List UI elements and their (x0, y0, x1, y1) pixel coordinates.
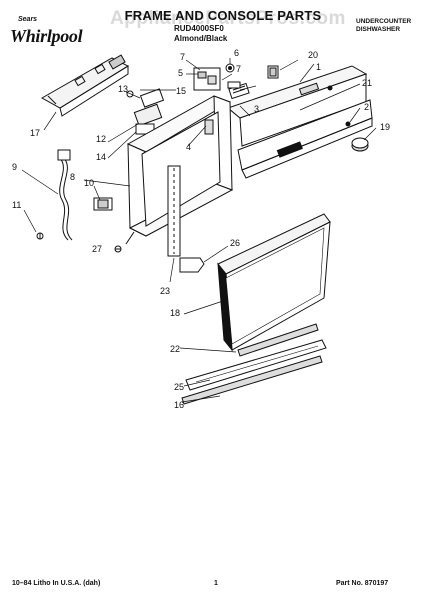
callout-labels: 17 9 10 8 11 27 12 14 13 15 7 5 6 7 3 4 … (12, 48, 390, 410)
callout-15: 11 (12, 200, 21, 210)
callout-8: 8 (70, 172, 75, 182)
callout-11: 15 (176, 86, 186, 96)
part-15-screw (36, 232, 44, 240)
callout-12: 12 (96, 134, 106, 144)
color-label: Almond/Black (174, 34, 228, 43)
footer-page-number: 1 (214, 580, 218, 587)
part-16-bracket (40, 54, 130, 117)
callout-2: 2 (364, 102, 369, 112)
callout-27: 27 (92, 244, 102, 254)
callout-6: 6 (234, 48, 239, 58)
part-4-door-frame (125, 95, 234, 245)
logo-small-text: Sears (18, 16, 38, 23)
part-1-console (226, 65, 368, 147)
part-21-clip (267, 65, 279, 79)
product-type-line-2: DISHWASHER (356, 26, 401, 33)
leader-lines (21, 58, 377, 403)
part-25-bracket (179, 257, 205, 273)
callout-1: 1 (316, 62, 321, 72)
callout-22: 21 (362, 78, 372, 88)
callout-25: 26 (230, 238, 240, 248)
part-13-wire-harness (57, 149, 73, 241)
callout-21: 20 (308, 50, 318, 60)
callout-20: 16 (174, 400, 184, 410)
callout-4: 4 (186, 142, 191, 152)
page-title: FRAME AND CONSOLE PARTS (124, 8, 322, 23)
callout-13: 9 (12, 162, 17, 172)
part-23-side-trim (167, 165, 181, 257)
part-27-screw (114, 245, 122, 253)
watermark-text: AppliancePartsPros.com (110, 8, 346, 29)
callout-14: 10 (84, 178, 94, 188)
product-type: UNDERCOUNTER DISHWASHER (356, 18, 411, 34)
callout-10: 14 (96, 152, 106, 162)
footer-litho-text: 10–84 Litho In U.S.A. (dah) (12, 580, 101, 587)
callout-26: 25 (174, 382, 184, 392)
callout-19: 22 (170, 344, 180, 354)
part-26-toe-panel (185, 339, 327, 391)
part-17-knob (351, 137, 369, 152)
callout-17: 19 (380, 122, 390, 132)
part-2-console-front (237, 99, 373, 179)
part-14-switch (93, 197, 113, 211)
part-19-lower-trim (237, 323, 319, 357)
whirlpool-logo: Sears Whirlpool (6, 10, 98, 46)
callout-18: 18 (170, 308, 180, 318)
callout-7b: 7 (236, 64, 241, 74)
product-type-line-1: UNDERCOUNTER (356, 18, 412, 25)
latch-assembly (126, 63, 241, 135)
callout-23: 23 (160, 286, 170, 296)
callout-9: 13 (118, 84, 128, 94)
callout-5: 5 (178, 68, 183, 78)
logo-word-text: Whirlpool (10, 26, 83, 46)
callout-3: 3 (254, 104, 259, 114)
footer-part-number: Part No. 870197 (336, 580, 389, 587)
callout-16: 17 (30, 128, 40, 138)
model-number: RUD4000SF0 (174, 24, 224, 33)
part-18-door-panel (217, 213, 331, 352)
callout-7a: 7 (180, 52, 185, 62)
